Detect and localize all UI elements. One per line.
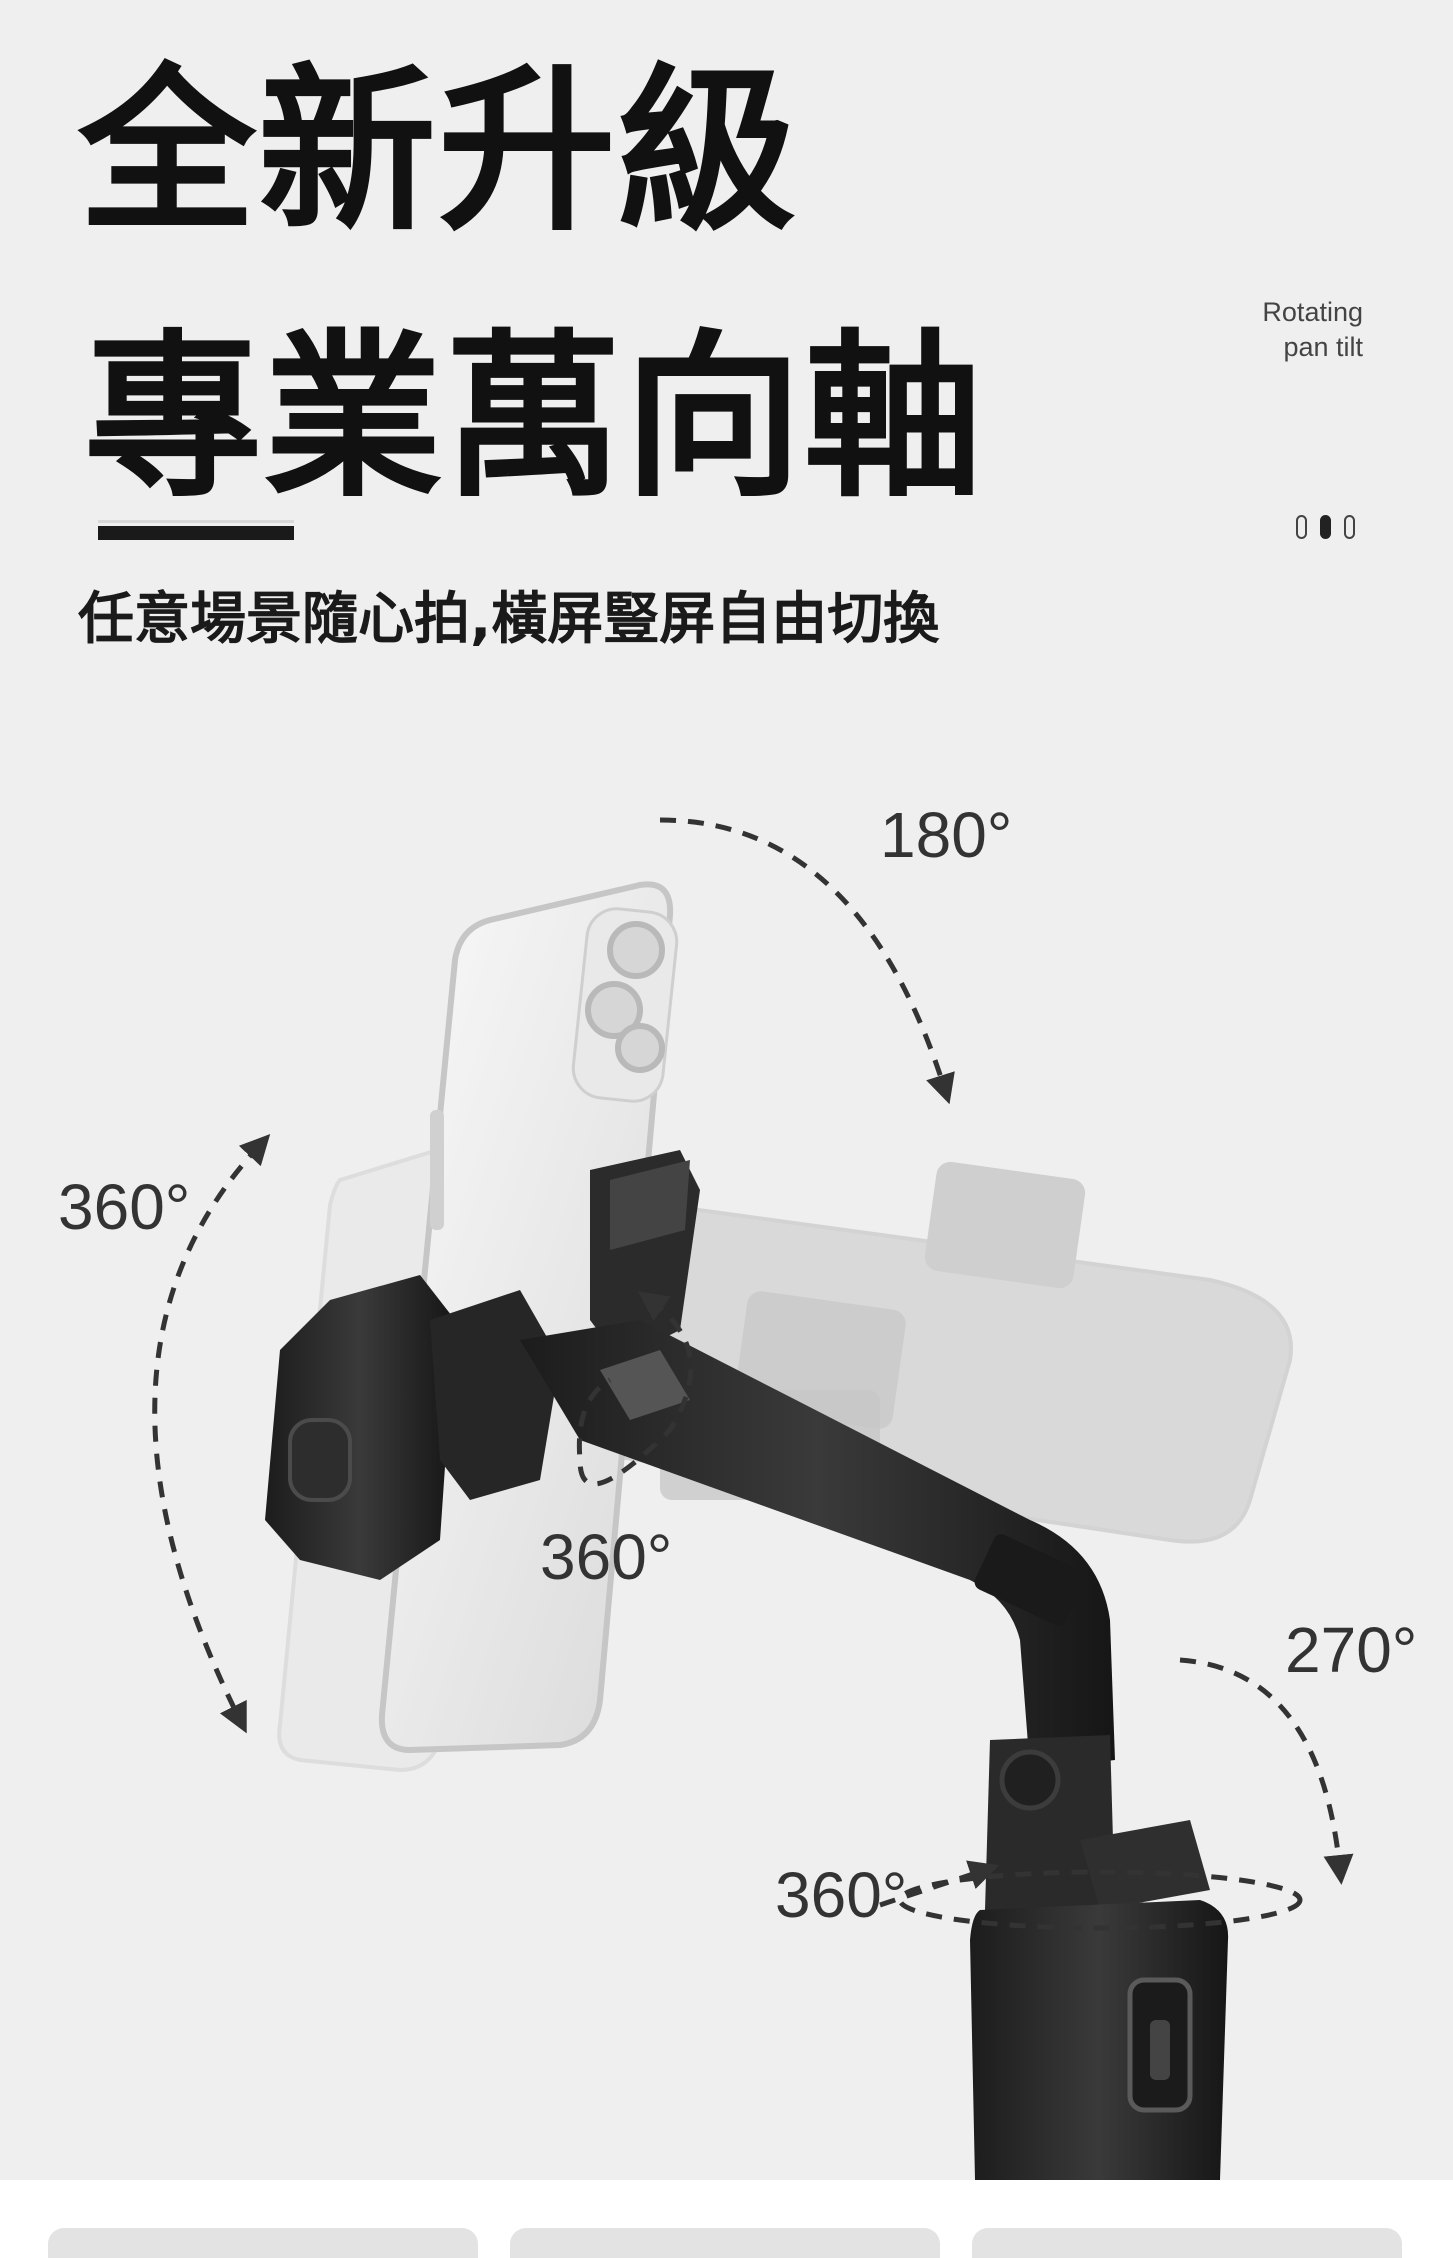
tab-3[interactable] <box>972 2228 1402 2258</box>
headline-line2: 專業萬向軸 <box>84 314 984 521</box>
angle-label-left: 360° <box>58 1171 191 1243</box>
arrow-360-left <box>152 1134 271 1734</box>
carousel-pager <box>1296 512 1360 542</box>
corner-label-line2: pan tilt <box>1283 332 1363 362</box>
angle-label-bottom: 360° <box>775 1859 908 1931</box>
angle-label-top: 180° <box>880 799 1013 871</box>
tab-2[interactable] <box>510 2228 940 2258</box>
gimbal-base <box>970 1735 1229 2180</box>
arrow-360-middle <box>576 1291 694 1487</box>
rotation-arrows <box>152 817 1354 1931</box>
tab-1[interactable] <box>48 2228 478 2258</box>
arrow-360-bottom <box>897 1869 1303 1931</box>
gimbal-product-illustration <box>152 817 1354 2180</box>
arrow-270 <box>1179 1657 1354 1885</box>
pager-dot-3[interactable] <box>1344 515 1355 539</box>
pager-dot-1[interactable] <box>1296 515 1307 539</box>
headline-line1: 全新升級 <box>78 48 798 255</box>
headline-underline <box>98 520 294 540</box>
angle-label-right: 270° <box>1285 1614 1418 1686</box>
product-panel: 全新升級 專業萬向軸 任意場景隨心拍,橫屏豎屏自由切換 Rotating pan… <box>0 0 1453 2180</box>
corner-label: Rotating pan tilt <box>1262 295 1363 365</box>
arrow-180 <box>659 817 955 1105</box>
corner-label-line1: Rotating <box>1262 297 1363 327</box>
pager-dot-2[interactable] <box>1320 515 1331 539</box>
camera-module-icon <box>571 907 679 1103</box>
bottom-tab-strip <box>0 2180 1453 2258</box>
angle-label-middle: 360° <box>540 1521 673 1593</box>
subtitle: 任意場景隨心拍,橫屏豎屏自由切換 <box>78 587 940 652</box>
